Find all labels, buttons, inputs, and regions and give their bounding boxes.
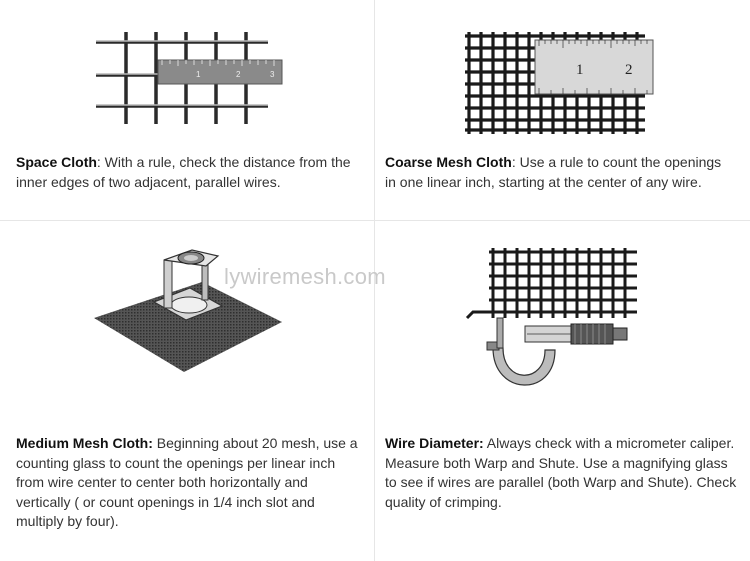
counting-glass-illustration: [94, 249, 282, 372]
horizontal-divider: [0, 220, 750, 221]
space-cloth-illustration: 1 2 3: [96, 32, 283, 124]
space-cloth-card: 1 2 3 Space Cloth: With a rule, check th…: [0, 0, 375, 220]
ruler-label-2: 2: [625, 62, 633, 78]
space-cloth-title: Space Cloth: [16, 154, 97, 170]
vertical-divider: [374, 0, 375, 561]
fine-mesh-sheet: [94, 282, 282, 372]
thimble: [570, 323, 614, 345]
coarse-mesh-illustration: 1 2: [465, 32, 654, 134]
wire-diameter-description: Wire Diameter: Always check with a micro…: [385, 434, 740, 512]
micrometer-frame: [492, 347, 556, 386]
wire-diameter-card: Wire Diameter: Always check with a micro…: [375, 220, 750, 561]
ruler-label-3: 3: [270, 70, 275, 79]
medium-mesh-text: Beginning about 20 mesh, use a counting …: [16, 435, 358, 529]
coarse-mesh-description: Coarse Mesh Cloth: Use a rule to count t…: [385, 153, 730, 192]
coarse-mesh-text: Use a rule to count the openings in one …: [385, 154, 722, 190]
ruler-label-1: 1: [576, 62, 584, 78]
ruler-label-2: 2: [236, 70, 241, 79]
coarse-mesh-title: Coarse Mesh Cloth: [385, 154, 512, 170]
medium-mesh-card: Medium Mesh Cloth: Beginning about 20 me…: [0, 220, 375, 561]
title-separator: :: [511, 154, 516, 170]
title-separator: :: [96, 154, 101, 170]
coarse-mesh-card: 1 2 Coarse Mesh Cloth: Use a rule to cou…: [375, 0, 750, 220]
watermark: lywiremesh.com: [224, 264, 386, 289]
wire-diameter-text: Always check with a micrometer caliper. …: [385, 435, 737, 510]
medium-mesh-title: Medium Mesh Cloth:: [16, 435, 153, 451]
space-cloth-text: With a rule, check the distance from the…: [16, 154, 351, 190]
medium-mesh-description: Medium Mesh Cloth: Beginning about 20 me…: [16, 434, 361, 532]
space-cloth-description: Space Cloth: With a rule, check the dist…: [16, 153, 361, 192]
micrometer-illustration: [465, 248, 637, 386]
ruler: [534, 39, 654, 95]
ruler: [157, 59, 283, 85]
ruler-label-1: 1: [196, 70, 201, 79]
wire-diameter-title: Wire Diameter:: [385, 435, 484, 451]
